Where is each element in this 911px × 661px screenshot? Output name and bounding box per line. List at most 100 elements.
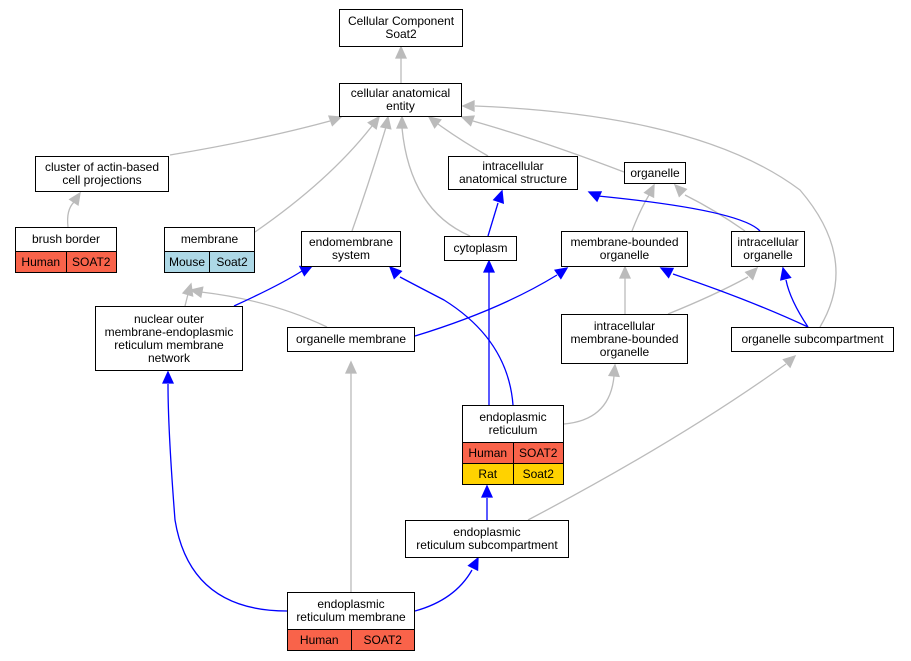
node-ias[interactable]: intracellular anatomical structure xyxy=(448,156,578,190)
arrowhead xyxy=(482,259,496,273)
node-label: nuclear outer membrane-endoplasmic retic… xyxy=(104,311,234,365)
node-label: endoplasmic reticulum xyxy=(479,410,547,437)
is-a-edge xyxy=(437,123,489,157)
node-cluster[interactable]: cluster of actin-based cell projections xyxy=(35,156,169,192)
node-mbo[interactable]: membrane-bounded organelle xyxy=(561,231,688,267)
gene-symbol: SOAT2 xyxy=(512,443,564,463)
node-imbo[interactable]: intracellular membrane-bounded organelle xyxy=(561,314,688,364)
node-cytoplasm[interactable]: cytoplasm xyxy=(444,236,517,261)
node-root[interactable]: Cellular Component Soat2 xyxy=(339,9,463,47)
arrowhead xyxy=(643,183,655,199)
node-label: intracellular organelle xyxy=(737,235,799,262)
arrowhead xyxy=(394,45,408,59)
species-row: Human SOAT2 xyxy=(288,629,414,650)
arrowhead xyxy=(779,266,792,281)
is-a-edge xyxy=(474,105,837,328)
node-label: membrane-bounded organelle xyxy=(570,235,679,262)
is-a-edge xyxy=(684,194,746,232)
arrowhead xyxy=(782,354,797,369)
node-endomem[interactable]: endomembrane system xyxy=(301,231,401,267)
node-io[interactable]: intracellular organelle xyxy=(731,231,805,267)
is-a-edge xyxy=(169,120,331,156)
species-name: Rat xyxy=(478,466,498,481)
part-of-edge xyxy=(167,383,288,612)
arrowhead xyxy=(480,484,494,498)
is-a-edge xyxy=(401,127,471,237)
arrowhead xyxy=(467,556,479,572)
node-label: organelle xyxy=(630,165,680,180)
is-a-edge xyxy=(254,125,373,233)
is-a-edge xyxy=(66,201,75,228)
node-label: Cellular Component Soat2 xyxy=(347,14,455,41)
is-a-edge xyxy=(184,293,189,307)
is-a-edge xyxy=(667,276,749,315)
node-organelle[interactable]: organelle xyxy=(624,162,686,184)
node-label: membrane xyxy=(180,232,239,246)
part-of-edge xyxy=(597,195,761,232)
arrowhead xyxy=(659,267,675,279)
node-label: intracellular membrane-bounded organelle xyxy=(570,318,679,359)
species-name: Human xyxy=(468,445,508,460)
part-of-edge xyxy=(487,202,499,237)
arrowhead xyxy=(379,115,392,130)
node-nuclear[interactable]: nuclear outer membrane-endoplasmic retic… xyxy=(95,306,243,371)
is-a-edge xyxy=(200,291,328,328)
node-cae[interactable]: cellular anatomical entity xyxy=(339,83,462,117)
arrowhead xyxy=(461,99,475,113)
is-a-edge xyxy=(563,375,615,425)
part-of-edge xyxy=(399,276,514,406)
node-label: cellular anatomical entity xyxy=(350,86,451,113)
part-of-edge xyxy=(672,273,809,328)
arrowhead xyxy=(460,115,476,127)
arrowhead xyxy=(427,116,442,129)
gene-symbol: SOAT2 xyxy=(350,630,415,650)
gene-symbol: Soat2 xyxy=(512,464,564,484)
arrowhead xyxy=(673,183,688,198)
gene-symbol: Soat2 xyxy=(209,252,254,272)
is-a-edge xyxy=(351,126,387,232)
arrowhead xyxy=(607,363,620,378)
species-row: Rat Soat2 xyxy=(463,463,563,484)
node-ersub[interactable]: endoplasmic reticulum subcompartment xyxy=(405,520,569,558)
node-label: endoplasmic reticulum membrane xyxy=(296,597,406,624)
node-label: endoplasmic reticulum subcompartment xyxy=(416,525,558,552)
arrowhead xyxy=(327,115,343,127)
arrowhead xyxy=(618,265,632,279)
node-label: organelle subcompartment xyxy=(741,332,884,346)
arrowhead xyxy=(344,360,358,374)
is-a-edge xyxy=(527,363,787,521)
species-name: Human xyxy=(21,254,61,269)
node-label: cluster of actin-based cell projections xyxy=(44,160,160,187)
arrowhead xyxy=(388,265,403,280)
arrowhead xyxy=(161,370,175,384)
arrowhead xyxy=(367,115,380,130)
node-label: endomembrane system xyxy=(308,235,394,262)
arrowhead xyxy=(492,189,505,204)
arrowhead xyxy=(554,267,569,280)
arrowhead xyxy=(744,266,759,281)
species-name: Human xyxy=(299,632,339,647)
part-of-edge xyxy=(233,270,303,307)
gene-symbol: SOAT2 xyxy=(65,252,117,272)
species-row: Human SOAT2 xyxy=(463,442,563,463)
part-of-edge xyxy=(785,279,809,328)
species-name: Mouse xyxy=(168,254,206,269)
node-label: organelle membrane xyxy=(295,332,407,346)
node-orgsub[interactable]: organelle subcompartment xyxy=(731,327,894,352)
node-label: brush border xyxy=(31,232,101,246)
species-row: Human SOAT2 xyxy=(16,251,116,272)
arrowhead xyxy=(587,191,603,203)
node-label: intracellular anatomical structure xyxy=(458,159,568,186)
part-of-edge xyxy=(414,274,558,337)
part-of-edge xyxy=(414,569,473,612)
arrowhead xyxy=(395,115,409,129)
is-a-edge xyxy=(631,194,650,232)
node-orgmem[interactable]: organelle membrane xyxy=(287,327,415,352)
node-label: cytoplasm xyxy=(453,241,508,255)
